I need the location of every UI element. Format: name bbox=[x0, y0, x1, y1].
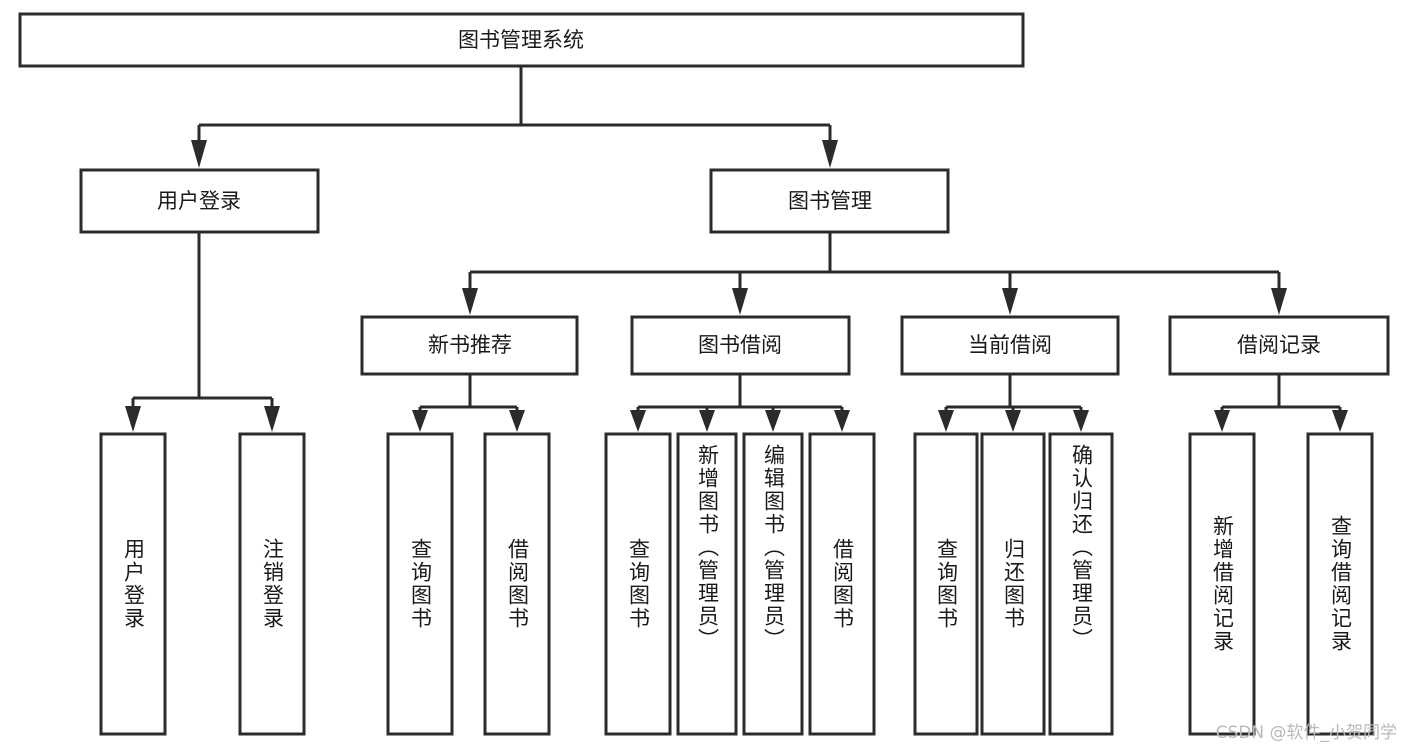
leaf-box-query-book-current[interactable] bbox=[913, 432, 979, 736]
node-user-login-label: 用户登录 bbox=[157, 189, 241, 213]
node-book-borrow-label: 图书借阅 bbox=[698, 333, 782, 357]
leaf-box-confirm-return-admin[interactable] bbox=[1048, 432, 1114, 736]
connector-book-borrow-to-leaves bbox=[630, 374, 850, 432]
node-book-borrow[interactable]: 图书借阅 bbox=[630, 315, 851, 376]
leaf-box-edit-book-admin[interactable] bbox=[742, 432, 804, 736]
leaf-box-query-book-borrow[interactable] bbox=[604, 432, 672, 736]
leaf-box-user-login[interactable] bbox=[99, 432, 167, 736]
connector-book-management-to-level2 bbox=[462, 232, 1287, 315]
node-book-management[interactable]: 图书管理 bbox=[709, 168, 950, 234]
node-user-login[interactable]: 用户登录 bbox=[79, 168, 320, 234]
leaf-box-borrow-book-recommend[interactable] bbox=[483, 432, 551, 736]
node-root[interactable]: 图书管理系统 bbox=[18, 12, 1025, 68]
leaf-box-borrow-book[interactable] bbox=[808, 432, 876, 736]
connector-current-borrow-to-leaves bbox=[938, 374, 1089, 432]
node-current-borrow-label: 当前借阅 bbox=[968, 333, 1052, 357]
node-new-book-recommend-box bbox=[360, 315, 579, 376]
node-new-book-recommend-label: 新书推荐 bbox=[428, 333, 512, 357]
leaf-box-query-book-recommend[interactable] bbox=[386, 432, 454, 736]
node-current-borrow[interactable]: 当前借阅 bbox=[900, 315, 1120, 376]
connector-user-login-to-leaves bbox=[125, 232, 280, 432]
leaf-box-query-borrow-record[interactable] bbox=[1306, 432, 1374, 736]
leaf-box-return-book[interactable] bbox=[980, 432, 1046, 736]
node-current-borrow-box bbox=[900, 315, 1120, 376]
node-root-label: 图书管理系统 bbox=[458, 28, 584, 52]
node-root-box bbox=[18, 12, 1025, 68]
leaf-box-add-book-admin[interactable] bbox=[676, 432, 738, 736]
node-user-login-box bbox=[79, 168, 320, 234]
connector-borrow-records-to-leaves bbox=[1214, 374, 1348, 432]
node-book-management-label: 图书管理 bbox=[788, 189, 872, 213]
node-borrow-records[interactable]: 借阅记录 bbox=[1168, 315, 1390, 376]
leaf-box-add-borrow-record[interactable] bbox=[1188, 432, 1256, 736]
node-borrow-records-label: 借阅记录 bbox=[1237, 333, 1321, 357]
node-new-book-recommend[interactable]: 新书推荐 bbox=[360, 315, 579, 376]
leaf-box-user-logout[interactable] bbox=[238, 432, 306, 736]
connector-root-to-level1 bbox=[191, 66, 838, 168]
connector-new-book-recommend-to-leaves bbox=[412, 374, 525, 432]
